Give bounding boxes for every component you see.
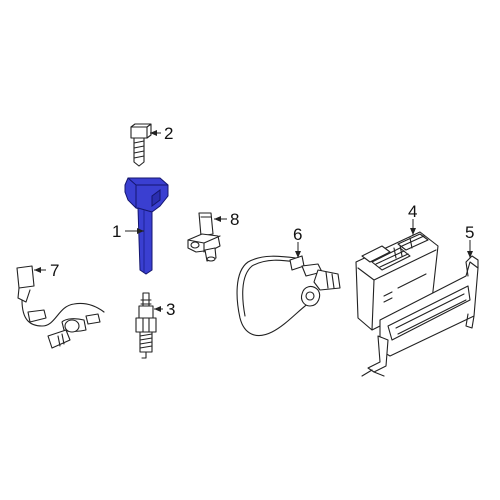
leader-lines xyxy=(34,130,473,312)
callout-4: 4 xyxy=(408,202,417,221)
callout-2: 2 xyxy=(164,124,173,143)
callout-7: 7 xyxy=(50,261,59,280)
callout-3: 3 xyxy=(166,300,175,319)
callout-1: 1 xyxy=(112,222,121,241)
callout-6: 6 xyxy=(293,225,302,244)
cam-sensor-part[interactable] xyxy=(187,212,221,262)
ecm-part[interactable] xyxy=(355,231,439,331)
spark-plug-part[interactable] xyxy=(135,292,157,359)
o2-sensor-part[interactable] xyxy=(16,265,105,349)
callout-8: 8 xyxy=(230,210,239,229)
bolt-part[interactable] xyxy=(130,123,152,167)
callout-labels: 1 2 3 4 5 6 7 8 xyxy=(50,124,474,319)
knock-sensor-part[interactable] xyxy=(236,255,341,336)
bracket-part[interactable] xyxy=(361,255,479,377)
callout-5: 5 xyxy=(465,223,474,242)
ignition-coil-part[interactable] xyxy=(124,177,169,275)
